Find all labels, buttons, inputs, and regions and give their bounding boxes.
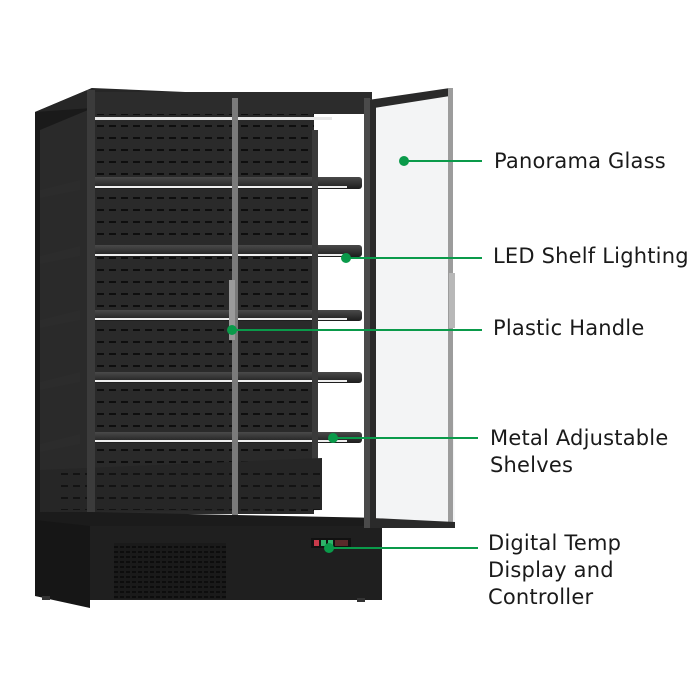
digital-temp-display-leader-line (329, 547, 478, 549)
digital-temp-display-label-line: Digital Temp (488, 531, 622, 555)
metal-adjustable-shelves-label-line: Metal Adjustable (490, 426, 669, 450)
panorama-glass-leader-line (404, 160, 482, 162)
panorama-glass-label: Panorama Glass (494, 148, 666, 175)
plastic-handle-label: Plastic Handle (493, 315, 644, 342)
led-shelf-lighting-label-line: LED Shelf Lighting (493, 244, 689, 268)
plastic-handle-leader-line (232, 329, 482, 331)
shelves (40, 177, 362, 452)
led-shelf-lighting-label: LED Shelf Lighting (493, 243, 689, 270)
metal-adjustable-shelves-label-line: Shelves (490, 453, 574, 477)
metal-adjustable-shelves-leader-line (333, 437, 478, 439)
panorama-glass-label-line: Panorama Glass (494, 149, 666, 173)
digital-temp-display-label-line: Display and (488, 558, 614, 582)
digital-temp-display-label-line: Controller (488, 585, 594, 609)
led-shelf-lighting-leader-line (346, 257, 482, 259)
plastic-handle-label-line: Plastic Handle (493, 316, 645, 340)
